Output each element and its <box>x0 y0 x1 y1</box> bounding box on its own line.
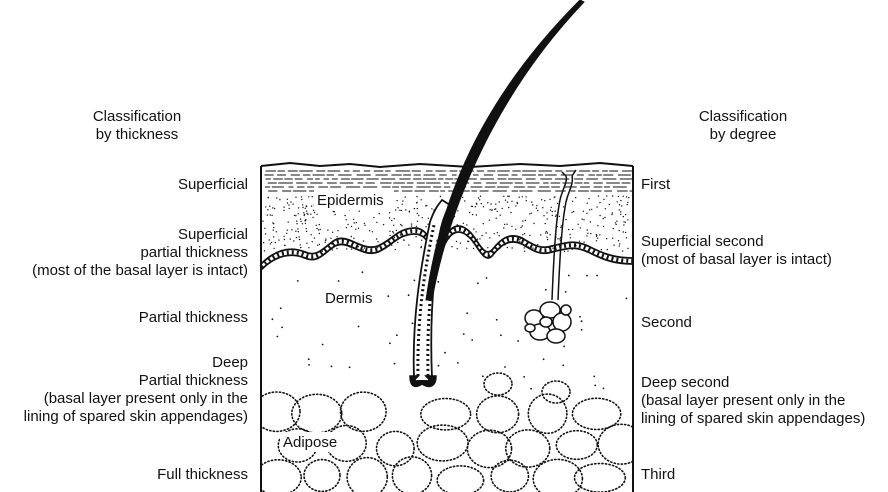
dermis-dots <box>271 271 628 390</box>
right-header: Classification by degree <box>698 108 788 143</box>
label-second: Second <box>641 314 692 331</box>
label-superficial-second: Superficial second (most of basal layer … <box>641 233 832 268</box>
basal-layer <box>259 225 634 271</box>
epidermis-label: Epidermis <box>317 192 384 209</box>
label-third: Third <box>641 466 676 483</box>
label-partial-thickness: Partial thickness <box>138 309 248 326</box>
label-deep-second: Deep second (basal layer present only in… <box>641 374 866 427</box>
label-superficial-partial-thickness: Superficial partial thickness (most of t… <box>32 226 248 279</box>
skin-surface <box>260 161 634 169</box>
label-superficial: Superficial <box>177 176 248 193</box>
adipose-lobules <box>261 372 633 492</box>
sweat-gland <box>524 169 577 344</box>
dermis-label: Dermis <box>325 290 373 307</box>
left-header: Classification by thickness <box>92 108 182 143</box>
label-first: First <box>641 176 671 193</box>
label-full-thickness: Full thickness <box>157 466 248 483</box>
adipose-label: Adipose <box>283 434 337 451</box>
stratum-corneum-dashes <box>264 170 633 192</box>
label-deep-partial-thickness: Deep Partial thickness (basal layer pres… <box>23 354 248 425</box>
hair-shaft <box>425 0 585 301</box>
